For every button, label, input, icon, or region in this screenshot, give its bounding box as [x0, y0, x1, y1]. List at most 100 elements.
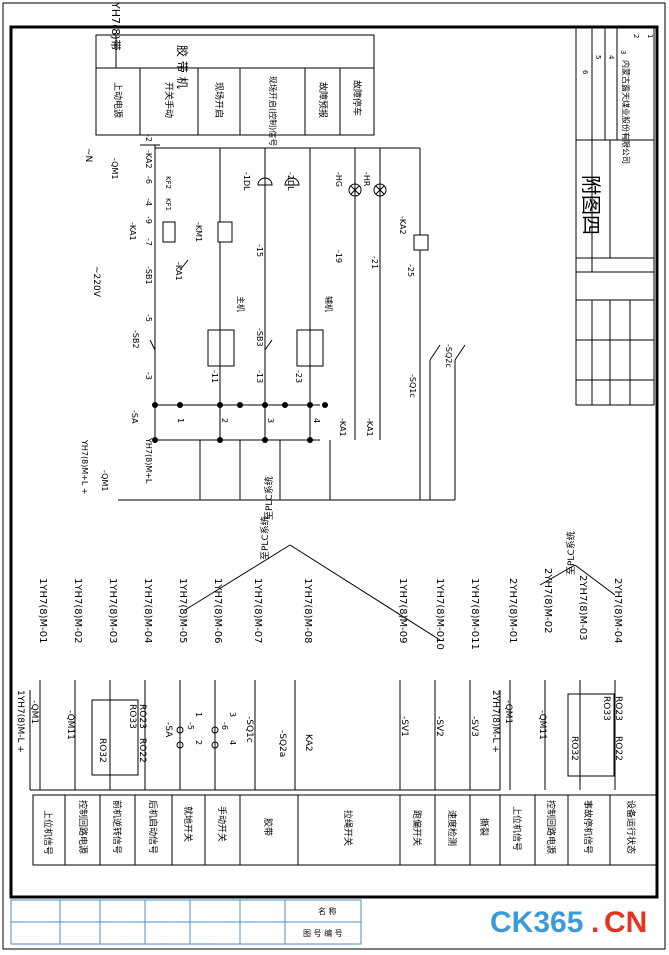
- bottom-label-13: 控制回路电源: [545, 800, 557, 854]
- comp-ro23-b: RO23: [613, 696, 623, 721]
- terminal-1-09: 1YH7(8)M-09: [397, 578, 408, 643]
- switch-position-2: 2: [220, 418, 229, 423]
- comp-sv3: -SV3: [469, 716, 479, 737]
- terminal-1-07: 1YH7(8)M-07: [252, 578, 263, 643]
- bottom-label-9: 跑偏开关: [411, 810, 423, 846]
- lower-contact-4: 4: [228, 740, 237, 745]
- rev-number-5: 5: [594, 55, 602, 59]
- comp-ka2: KA2: [303, 734, 313, 752]
- upper-label-21: -21: [370, 256, 379, 269]
- relay-label-aux: 辅机: [324, 296, 334, 312]
- plc-note-upper: 至PLC系统: [263, 476, 275, 520]
- upper-label-sb2: -SB2: [131, 330, 140, 349]
- terminal-2-02: 2YH7(8)M-02: [542, 568, 553, 633]
- bottom-label-12: 上位机信号: [511, 806, 523, 851]
- ck365-watermark-logo: CK365 . CN: [490, 906, 647, 939]
- upper-label-hr: -HR: [362, 172, 371, 187]
- header-col-6: 故障停车: [351, 80, 363, 116]
- bus-1-label: 1YH7(8)M-L +: [15, 690, 25, 753]
- bottom-label-3: 前机逆转信号: [111, 800, 123, 854]
- bottom-label-7: 胶带: [262, 818, 274, 836]
- footer-row-2: 图 号 编 号: [303, 928, 343, 938]
- comp-ro33-a: RO33: [127, 704, 137, 729]
- upper-label-ka1-a: -KA1: [128, 222, 137, 241]
- terminal-2-03: 2YH7(8)M-03: [577, 575, 588, 640]
- footer-stamp-table: [10, 899, 362, 945]
- watermark-dot: .: [591, 906, 599, 939]
- upper-label-11: -11: [210, 370, 219, 383]
- upper-label-2: -2: [144, 134, 153, 142]
- upper-label-kf2: KF2: [164, 176, 172, 189]
- comp-sv2: -SV2: [434, 716, 444, 737]
- upper-label-yh-ml-plus: YH7(8)M+L +: [80, 439, 89, 495]
- rev-number-1: 1: [646, 34, 654, 38]
- plc-note-lower-1: 至PLC系统: [259, 516, 271, 560]
- terminal-1-03: 1YH7(8)M-03: [107, 578, 118, 643]
- rev-number-4: 4: [607, 55, 615, 60]
- terminal-1-08: 1YH7(8)M-08: [302, 578, 313, 643]
- upper-label-yh-ml: YH7(8)M+L: [144, 437, 153, 484]
- upper-label-ka1-d: -KA1: [365, 418, 374, 437]
- lower-contact-2: 2: [194, 740, 203, 745]
- comp-ro32-a: RO32: [97, 738, 107, 763]
- supply-voltage-label: ~220V: [91, 266, 101, 298]
- comp-qm11-a: -QM11: [65, 710, 75, 740]
- upper-label-km1: -KM1: [194, 222, 203, 242]
- upper-label-sb1: -SB1: [144, 266, 153, 285]
- machine-label: 胶 带 机: [175, 45, 190, 89]
- device-label: YH7(8)带: [109, 1, 122, 51]
- upper-label-ka2-coil: -KA2: [398, 216, 407, 235]
- bottom-label-1: 上位机信号: [42, 810, 54, 855]
- switch-position-1: 1: [176, 418, 185, 423]
- terminal-1-010: 1YH7(8)M-010: [434, 578, 445, 650]
- upper-label-19: -19: [334, 250, 343, 263]
- upper-label-15: -15: [255, 244, 264, 257]
- top-header-table: [95, 34, 375, 136]
- terminal-2-04: 2YH7(8)M-04: [612, 578, 623, 643]
- terminal-1-011: 1YH7(8)M-011: [469, 578, 480, 650]
- upper-label-sq1c: -SQ1c: [408, 374, 417, 398]
- supply-n-label: ~N: [83, 148, 93, 162]
- relay-label-main: 主机: [236, 296, 246, 312]
- upper-label-7: -7: [144, 238, 153, 246]
- upper-label-13: -13: [255, 370, 264, 383]
- header-col-5: 故障预报: [317, 82, 329, 118]
- plc-note-lower-2: 至PLC系统: [565, 531, 577, 575]
- comp-ro22-a: RO22: [137, 738, 147, 763]
- bottom-label-10: 速度检测: [446, 810, 458, 846]
- comp-ro32-b: RO32: [569, 736, 579, 761]
- switch-position-3: 3: [266, 418, 275, 423]
- upper-label-sq2c: -SQ2c: [444, 344, 453, 368]
- lower-contact-3: 3: [228, 712, 237, 717]
- comp-5: -5: [186, 722, 195, 730]
- rev-number-2: 2: [632, 34, 640, 38]
- bottom-label-4: 后机启动信号: [147, 800, 159, 854]
- bottom-label-8: 拉绳开关: [342, 810, 354, 846]
- bottom-label-6: 手动开关: [216, 806, 228, 842]
- bottom-label-14: 事故停机信号: [582, 800, 594, 854]
- upper-label-25: -25: [406, 264, 415, 277]
- switch-dots: [152, 402, 328, 443]
- footer-row-1: 名 称: [318, 906, 337, 916]
- bottom-label-2: 控制回路电源: [77, 800, 89, 854]
- comp-6: -6: [220, 722, 229, 730]
- comp-sq1c: -SQ1c: [244, 716, 254, 743]
- upper-label-ka1-c: -KA1: [338, 418, 347, 437]
- comp-ro33-b: RO33: [601, 696, 611, 721]
- upper-label-1dl: -1DL: [242, 172, 251, 191]
- title-block: [575, 27, 655, 406]
- upper-label-ka1-b: -KA1: [174, 262, 183, 281]
- terminal-1-05: 1YH7(8)M-05: [177, 578, 188, 643]
- terminal-1-06: 1YH7(8)M-06: [212, 578, 223, 643]
- comp-ro23-a: RO23: [137, 704, 147, 729]
- terminal-1-01: 1YH7(8)M-01: [37, 578, 48, 643]
- switch-position-4: 4: [312, 418, 321, 423]
- upper-label-hg: -HG: [334, 172, 343, 187]
- upper-label-4: -4: [144, 198, 153, 206]
- header-col-2: 开关手动: [163, 82, 175, 118]
- upper-label-23: -23: [294, 370, 303, 383]
- watermark-ck: CK365: [490, 906, 583, 939]
- bottom-label-table: [32, 794, 657, 866]
